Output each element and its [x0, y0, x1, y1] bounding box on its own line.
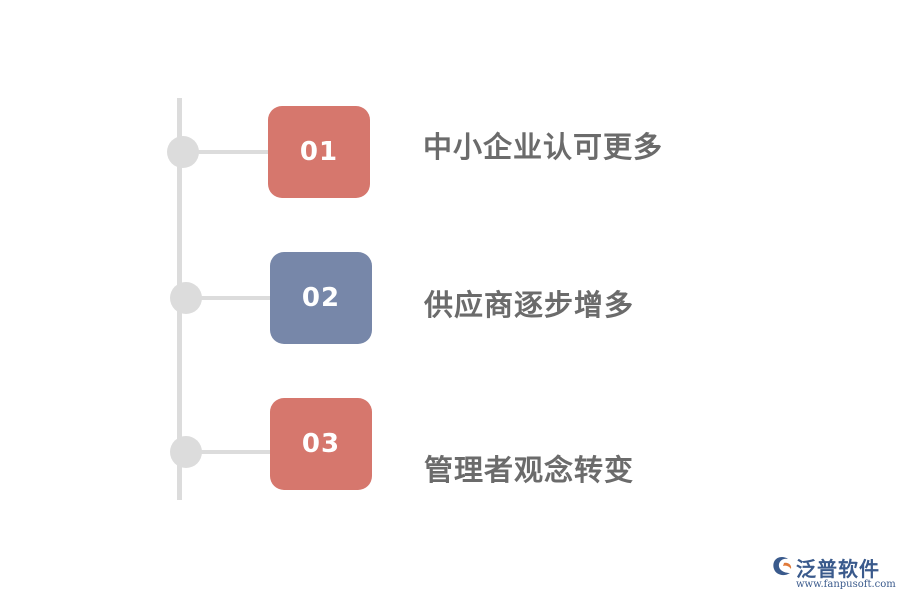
step-badge-3: 03	[270, 398, 372, 490]
logo-name: 泛普软件	[796, 557, 880, 581]
step-badge-1: 01	[268, 106, 370, 198]
connector-1	[185, 150, 275, 154]
fanpu-logo-icon	[773, 557, 792, 576]
connector-2	[185, 296, 275, 300]
step-badge-2: 02	[270, 252, 372, 344]
step-label-3: 管理者观念转变	[424, 453, 635, 487]
step-label-1: 中小企业认可更多	[423, 130, 664, 164]
connector-3	[185, 450, 275, 454]
logo-url: www.fanpusoft.com	[796, 579, 896, 590]
brand-logo: 泛普软件 www.fanpusoft.com	[770, 553, 896, 593]
timeline-dot-1	[167, 136, 199, 168]
timeline-dot-2	[170, 282, 202, 314]
timeline-dot-3	[170, 436, 202, 468]
step-label-2: 供应商逐步增多	[424, 288, 635, 322]
